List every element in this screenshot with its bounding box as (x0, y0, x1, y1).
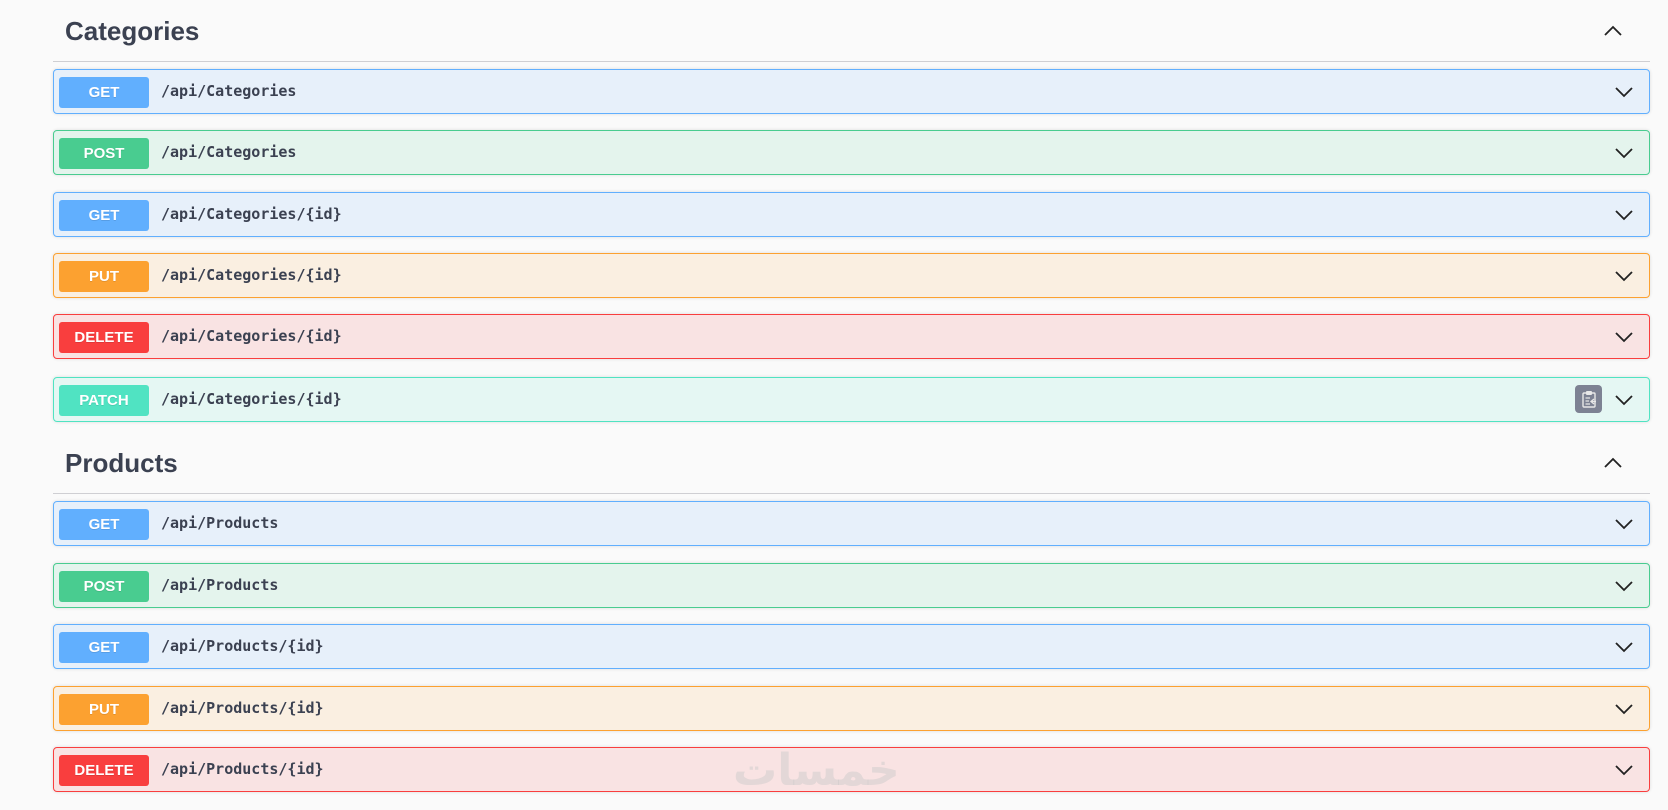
operation-path: /api/Products/{id} (161, 699, 324, 717)
operation-get-products[interactable]: GET /api/Products (53, 501, 1650, 546)
chevron-down-icon[interactable] (1613, 636, 1635, 658)
method-badge: DELETE (59, 755, 149, 786)
section-header-products[interactable]: Products (53, 432, 1650, 494)
section-title: Categories (65, 16, 200, 46)
chevron-down-icon[interactable] (1613, 265, 1635, 287)
operation-delete-product[interactable]: DELETE /api/Products/{id} (53, 747, 1650, 792)
operation-path: /api/Products (161, 514, 279, 532)
chevron-down-icon[interactable] (1613, 513, 1635, 535)
chevron-down-icon[interactable] (1613, 204, 1635, 226)
operation-path: /api/Products/{id} (161, 760, 324, 778)
section-products: Products GET /api/Products POST /api/Pro… (53, 432, 1650, 792)
chevron-down-icon[interactable] (1613, 575, 1635, 597)
operation-path: /api/Categories/{id} (161, 266, 342, 284)
method-badge: PATCH (59, 385, 149, 416)
operation-path: /api/Categories/{id} (161, 390, 342, 408)
clipboard-copy-icon (1581, 391, 1596, 408)
method-badge: PUT (59, 261, 149, 292)
method-badge: POST (59, 138, 149, 169)
operation-get-category-by-id[interactable]: GET /api/Categories/{id} (53, 192, 1650, 237)
operation-path: /api/Categories/{id} (161, 205, 342, 223)
section-title: Products (65, 448, 178, 478)
chevron-down-icon[interactable] (1613, 389, 1635, 411)
chevron-down-icon[interactable] (1613, 326, 1635, 348)
operation-post-products[interactable]: POST /api/Products (53, 563, 1650, 608)
method-badge: GET (59, 509, 149, 540)
chevron-down-icon[interactable] (1613, 142, 1635, 164)
chevron-down-icon[interactable] (1613, 698, 1635, 720)
operation-post-categories[interactable]: POST /api/Categories (53, 130, 1650, 175)
operation-patch-category[interactable]: PATCH /api/Categories/{id} (53, 377, 1650, 422)
chevron-down-icon[interactable] (1613, 759, 1635, 781)
operation-path: /api/Categories (161, 143, 297, 161)
chevron-up-icon[interactable] (1602, 452, 1624, 474)
operation-delete-category[interactable]: DELETE /api/Categories/{id} (53, 314, 1650, 359)
method-badge: GET (59, 632, 149, 663)
operation-get-product-by-id[interactable]: GET /api/Products/{id} (53, 624, 1650, 669)
operation-get-categories[interactable]: GET /api/Categories (53, 69, 1650, 114)
operation-put-product[interactable]: PUT /api/Products/{id} (53, 686, 1650, 731)
operation-path: /api/Categories (161, 82, 297, 100)
method-badge: GET (59, 77, 149, 108)
copy-to-clipboard-button[interactable] (1575, 385, 1602, 413)
operation-put-category[interactable]: PUT /api/Categories/{id} (53, 253, 1650, 298)
section-header-categories[interactable]: Categories (53, 0, 1650, 62)
method-badge: PUT (59, 694, 149, 725)
operation-path: /api/Products (161, 576, 279, 594)
method-badge: GET (59, 200, 149, 231)
method-badge: DELETE (59, 322, 149, 353)
method-badge: POST (59, 571, 149, 602)
operation-path: /api/Products/{id} (161, 637, 324, 655)
section-categories: Categories GET /api/Categories POST /api… (53, 0, 1650, 422)
chevron-down-icon[interactable] (1613, 81, 1635, 103)
chevron-up-icon[interactable] (1602, 20, 1624, 42)
operation-path: /api/Categories/{id} (161, 327, 342, 345)
